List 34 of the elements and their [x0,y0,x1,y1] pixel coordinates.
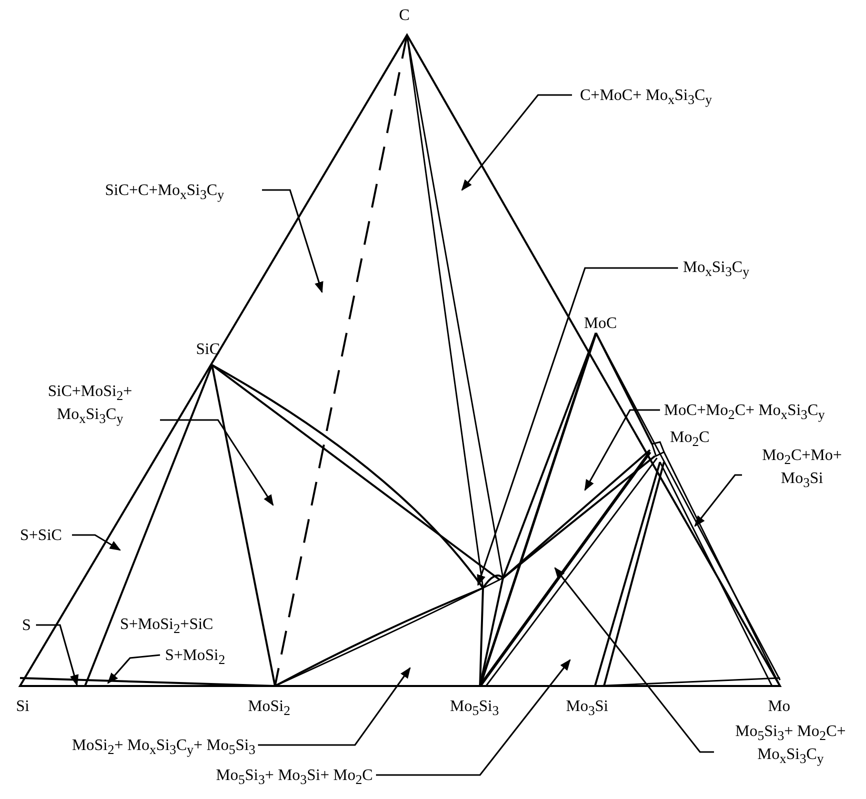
leader-arrow [160,419,274,506]
leader-arrow [461,94,572,191]
phase-point-label: C [399,6,410,25]
leader-arrow [258,667,411,746]
phase-point-label: Mo$_{3}$Si [566,697,608,720]
phase-region-label: S+MoSi$_{2}$ [165,646,226,670]
phase-region-label: SiC+MoSi$_{2}$+ Mo$_{x}$Si$_{3}$C$_{y}$ [20,382,160,428]
phase-region-label: Mo$_{5}$Si$_{3}$+ Mo$_{3}$Si+ Mo$_{2}$C [216,766,373,790]
leader-arrow [107,654,160,684]
phase-region-label: Mo$_{x}$Si$_{3}$C$_{y}$ [683,258,750,282]
phase-point-label: MoC [584,314,617,333]
phase-region-label: Mo$_{2}$C+Mo+ Mo$_{3}$Si [742,446,862,492]
leader-arrow [476,267,678,586]
leader-arrow [554,567,714,753]
phase-point-label: Mo$_{5}$Si$_{3}$ [450,697,499,720]
leader-arrow [694,474,742,527]
phase-point-label: SiC [196,340,220,359]
phase-region-label: Mo$_{5}$Si$_{3}$+ Mo$_{2}$C+ Mo$_{x}$Si$_{3}$C$_{y}$ [718,722,863,768]
phase-region-label: SiC+C+Mo$_{x}$Si$_{3}$C$_{y}$ [105,181,224,204]
leader-arrow [376,659,571,776]
phase-region-label: S+MoSi$_{2}$+SiC [120,615,214,638]
phase-region-label: C+MoC+ Mo$_{x}$Si$_{3}$C$_{y}$ [580,86,712,110]
phase-region-label: S [22,616,31,635]
leader-arrow [584,409,660,491]
phase-point-label: Si [16,697,30,716]
phase-region-label: MoSi$_{2}$+ Mo$_{x}$Si$_{3}$C$_{y}$+ Mo$_{5}$Si$_{3}$ [72,736,256,760]
leader-arrow [72,534,121,551]
leader-arrow [262,189,324,294]
leader-arrow [36,624,79,686]
phase-point-label: Mo [768,697,790,716]
phase-point-label: MoSi$_{2}$ [248,697,290,720]
phase-region-label: S+SiC [20,526,62,545]
phase-point-label: Mo$_{2}$C [670,428,710,452]
phase-region-label: MoC+Mo$_{2}$C+ Mo$_{x}$Si$_{3}$C$_{y}$ [664,401,825,424]
